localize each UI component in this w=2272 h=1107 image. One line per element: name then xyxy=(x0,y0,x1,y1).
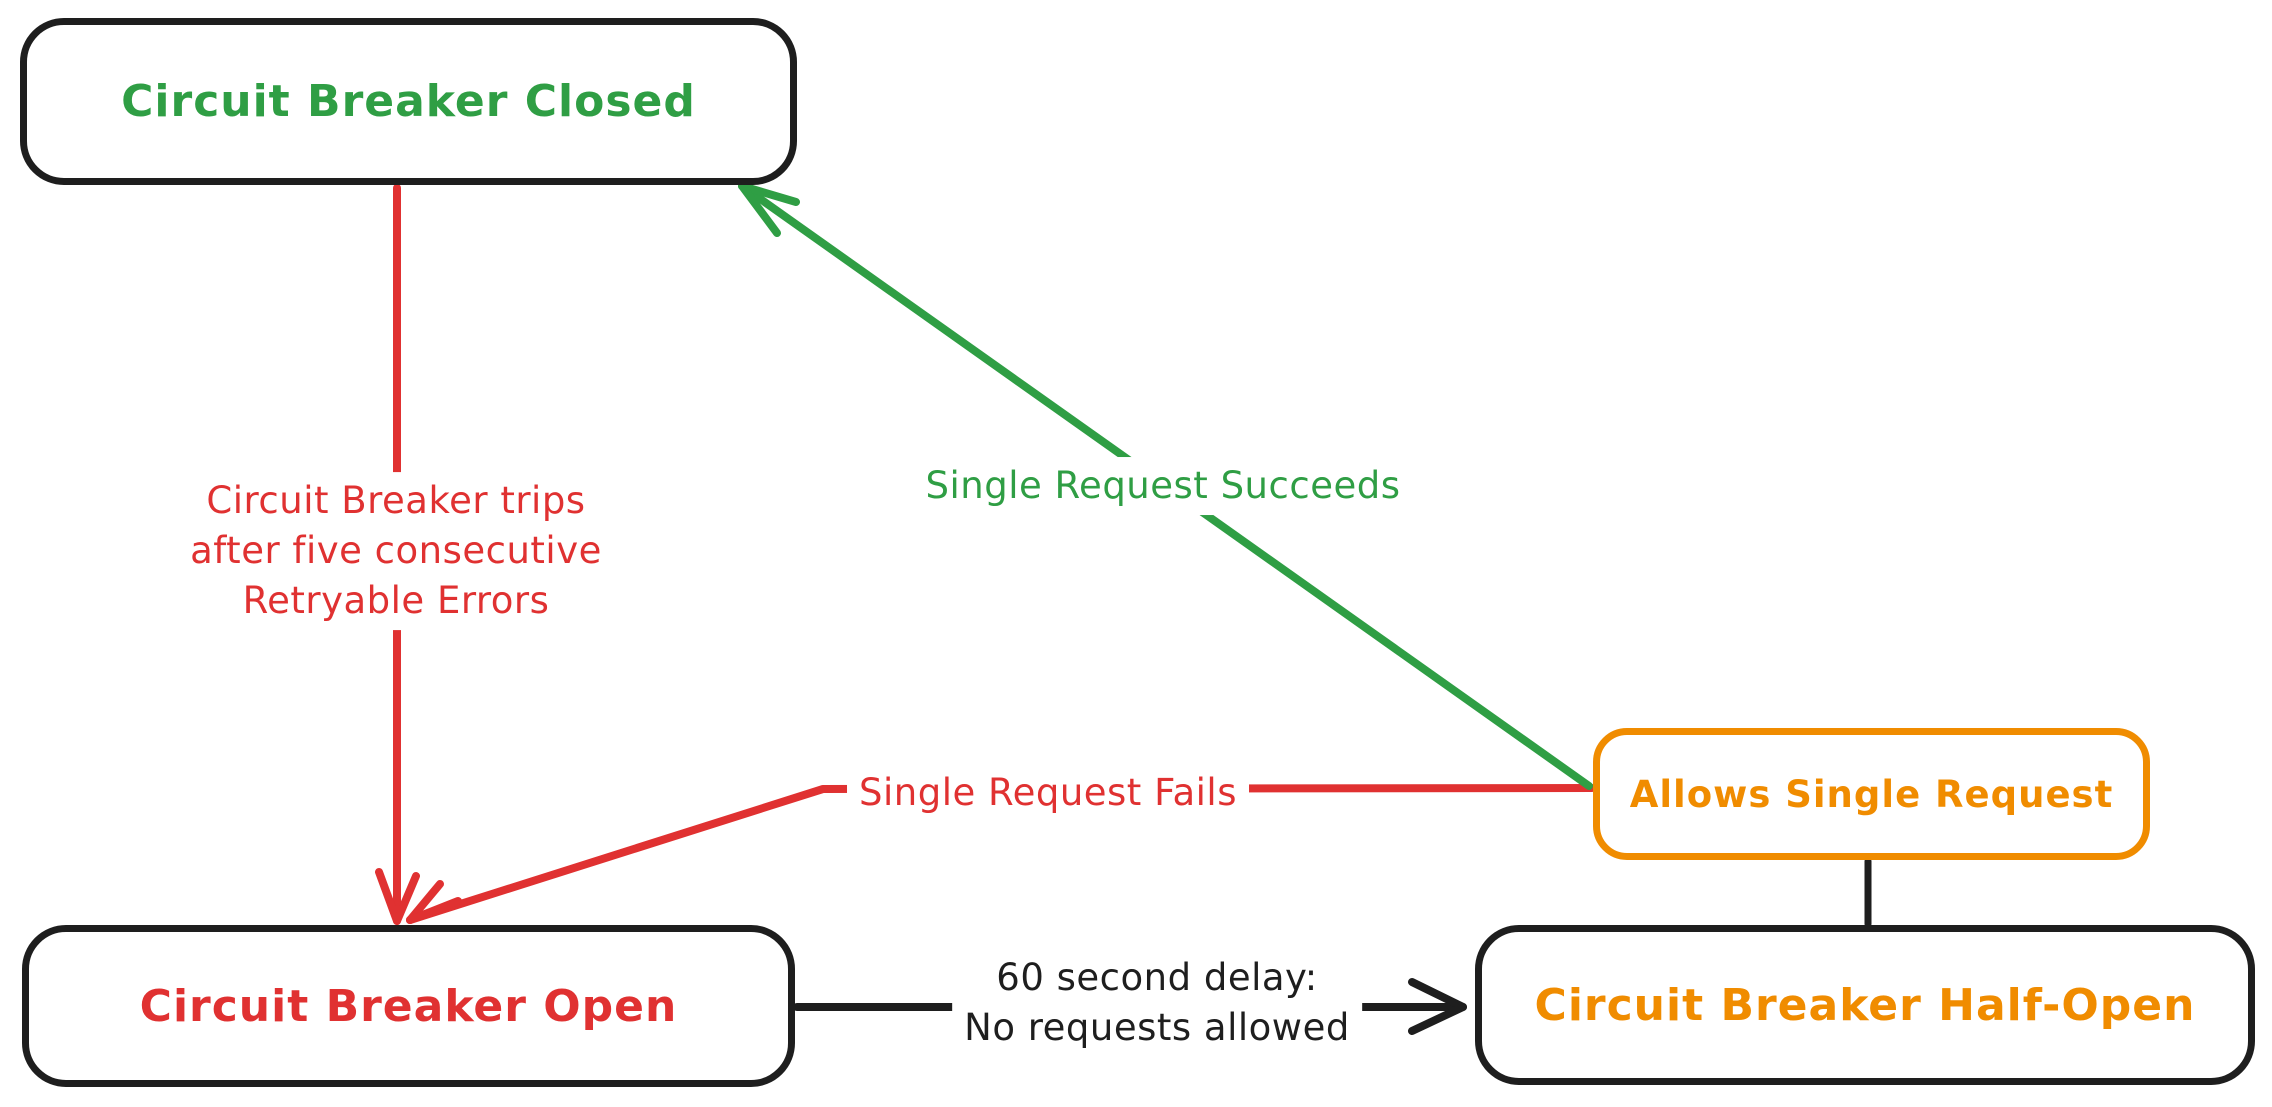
node-allows-single-request-label: Allows Single Request xyxy=(1629,772,2114,816)
edge-label-trip-line2: after five consecutive xyxy=(190,529,602,573)
state-node-closed-label: Circuit Breaker Closed xyxy=(121,76,696,127)
edge-label-delay-line2: No requests allowed xyxy=(964,1006,1350,1049)
edge-fails-arrow xyxy=(406,784,1596,924)
state-node-open-label: Circuit Breaker Open xyxy=(139,980,678,1032)
state-node-closed: Circuit Breaker Closed xyxy=(20,18,797,185)
edge-label-trip: Circuit Breaker trips after five consecu… xyxy=(178,472,614,630)
state-node-open: Circuit Breaker Open xyxy=(22,925,795,1087)
state-node-half-open-label: Circuit Breaker Half-Open xyxy=(1534,979,2196,1031)
edge-label-trip-line1: Circuit Breaker trips xyxy=(206,479,586,523)
edge-label-succeeds: Single Request Succeeds xyxy=(913,457,1413,515)
edge-label-fails: Single Request Fails xyxy=(847,764,1249,822)
edge-label-trip-line3: Retryable Errors xyxy=(242,578,550,622)
node-allows-single-request: Allows Single Request xyxy=(1593,728,2150,860)
state-node-half-open: Circuit Breaker Half-Open xyxy=(1475,925,2255,1085)
edge-label-delay-line1: 60 second delay: xyxy=(996,956,1318,1000)
edge-label-delay: 60 second delay: No requests allowed xyxy=(952,949,1362,1057)
